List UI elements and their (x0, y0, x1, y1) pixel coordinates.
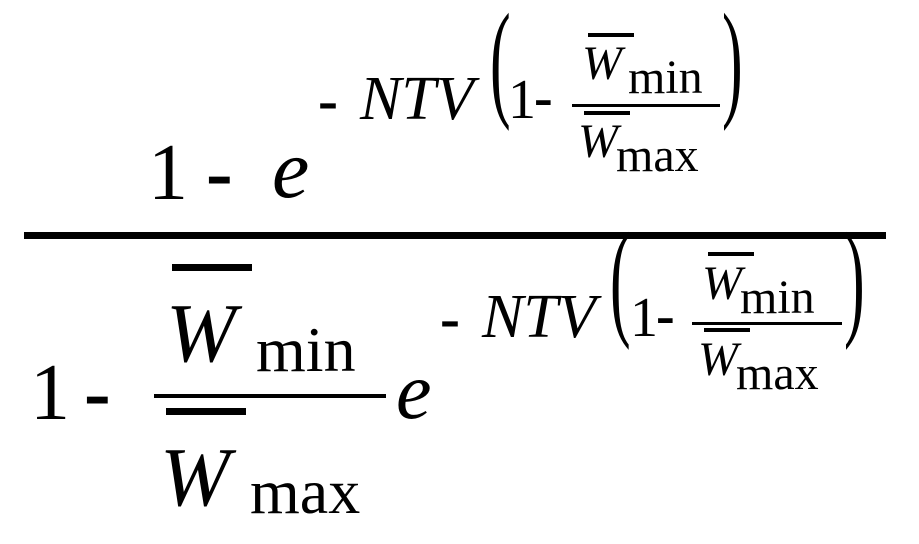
denominator-exponent-minus: - (440, 285, 460, 351)
numerator-ratio-fraction-bar (572, 104, 720, 107)
denominator-ratio-num-var: W (166, 287, 236, 380)
numerator-ratio-den-var: W (578, 115, 618, 168)
denominator-ratio-num-overline (172, 264, 252, 271)
numerator-ratio-num-overline (588, 33, 634, 37)
numerator-exponent-close-paren: ) (722, 0, 743, 133)
denominator-minus: - (84, 349, 111, 437)
numerator-ratio-den-overline (584, 111, 630, 115)
denominator-one: 1 (30, 349, 70, 437)
numerator-exponent-inner-minus: - (534, 67, 553, 129)
numerator-exponent-ntv: NTV (360, 65, 474, 133)
denominator-exp-ratio-den-sub: max (736, 347, 819, 400)
denominator-base-e: e (396, 348, 432, 436)
denominator-exp-ratio-den-var: W (698, 333, 738, 386)
numerator-exponent-open-paren: ( (490, 0, 511, 133)
denominator-ratio-num-sub: min (256, 314, 356, 385)
denominator-exponent-inner-minus: - (656, 285, 675, 347)
numerator-exponent-one: 1 (508, 69, 536, 131)
numerator-minus: - (206, 129, 233, 217)
numerator-exponent-minus: - (318, 67, 338, 133)
denominator-exponent-one: 1 (630, 287, 658, 349)
denominator-ratio-den-sub: max (250, 456, 361, 527)
denominator-exp-ratio-num-overline (708, 252, 754, 256)
denominator-ratio-fraction-bar (154, 394, 386, 398)
numerator-one: 1 (148, 129, 188, 217)
denominator-exponent-ntv: NTV (482, 283, 596, 351)
numerator-ratio-num-var: W (582, 37, 622, 90)
numerator-base-e: e (272, 123, 310, 216)
denominator-exp-ratio-num-var: W (702, 257, 742, 310)
numerator-ratio-num-sub: min (628, 51, 703, 104)
main-fraction-bar (24, 232, 886, 239)
denominator-exp-ratio-num-sub: min (740, 271, 815, 324)
denominator-exponent-close-paren: ) (844, 208, 865, 352)
denominator-ratio-den-overline (166, 408, 246, 415)
denominator-exp-ratio-fraction-bar (692, 322, 842, 325)
numerator-ratio-den-sub: max (616, 129, 699, 182)
denominator-exponent-open-paren: ( (610, 208, 631, 352)
denominator-ratio-den-var: W (160, 431, 230, 524)
denominator-exp-ratio-den-overline (704, 328, 750, 332)
